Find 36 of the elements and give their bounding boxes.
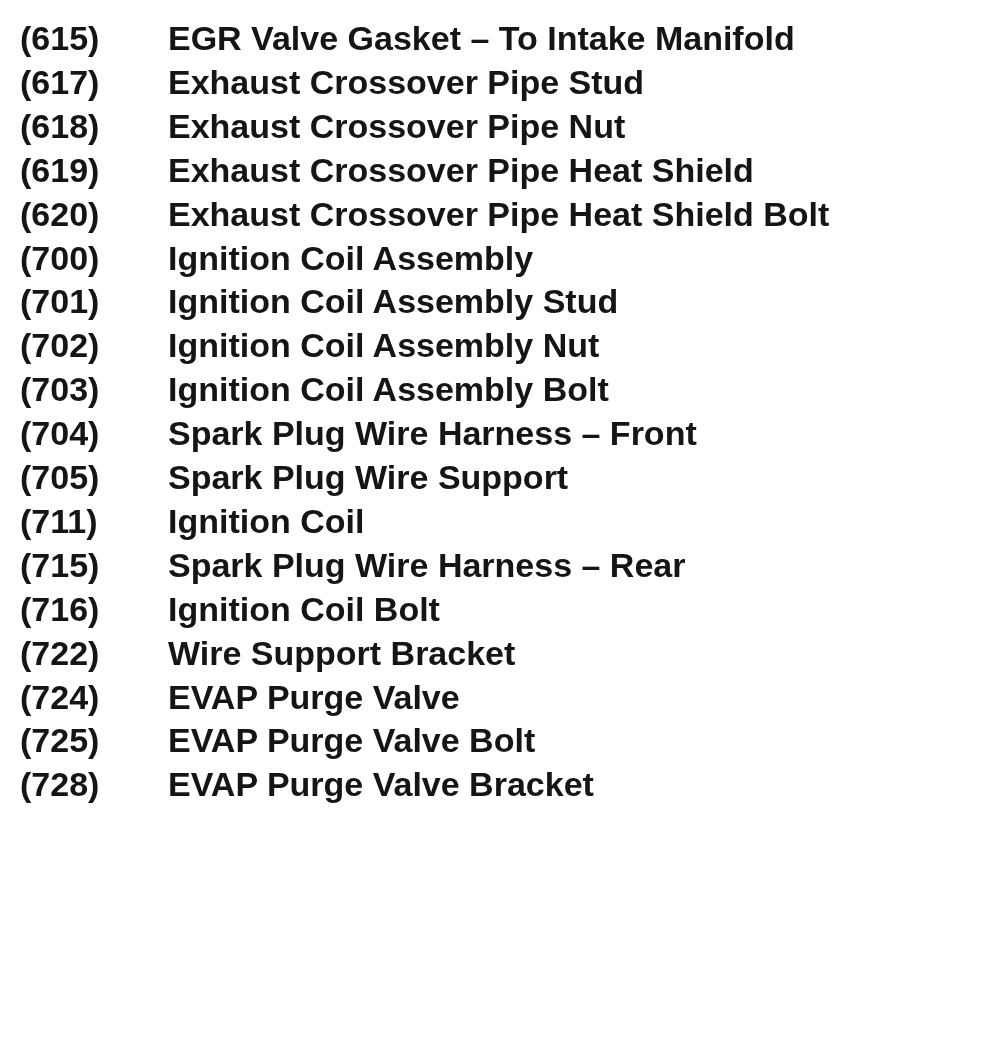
part-name: Ignition Coil Assembly Nut (168, 325, 600, 366)
callout-number: (702) (20, 325, 100, 366)
part-name: EVAP Purge Valve Bolt (168, 720, 536, 761)
callout-number: (716) (20, 588, 100, 629)
part-name: Ignition Coil Assembly Stud (168, 281, 619, 322)
part-name: Spark Plug Wire Support (168, 457, 569, 497)
part-name: Ignition Coil Bolt (168, 588, 440, 629)
part-name: EVAP Purge Valve (168, 676, 460, 717)
part-name: Exhaust Crossover Pipe Heat Shield Bolt (168, 193, 830, 234)
callout-number: (620) (20, 193, 100, 234)
part-name: EVAP Purge Valve Bracket (168, 764, 594, 805)
callout-number: (615) (20, 18, 100, 58)
callout-number: (711) (20, 500, 98, 541)
callout-number: (725) (20, 720, 100, 761)
callout-number: (617) (20, 61, 100, 102)
callout-number: (619) (20, 149, 100, 190)
part-name: Ignition Coil Assembly (168, 237, 534, 278)
callout-number: (705) (20, 457, 100, 497)
part-name: Spark Plug Wire Harness – Front (168, 413, 697, 454)
callout-number: (618) (20, 105, 100, 146)
part-name: Ignition Coil Assembly Bolt (168, 369, 609, 410)
callout-number: (722) (20, 632, 100, 673)
part-name: Exhaust Crossover Pipe Stud (168, 61, 645, 102)
callout-number: (704) (20, 413, 100, 454)
callout-number: (728) (20, 764, 100, 805)
part-name: Exhaust Crossover Pipe Heat Shield (168, 149, 754, 190)
callout-number: (703) (20, 369, 100, 410)
part-name: Exhaust Crossover Pipe Nut (168, 105, 626, 146)
callout-number: (701) (20, 281, 100, 322)
part-name: Spark Plug Wire Harness – Rear (168, 544, 686, 585)
callout-number: (700) (20, 237, 100, 278)
part-name: Ignition Coil (168, 500, 365, 541)
part-name: Wire Support Bracket (168, 632, 516, 673)
part-name: EGR Valve Gasket – To Intake Manifold (168, 18, 795, 58)
callout-number: (715) (20, 544, 100, 585)
callout-number: (724) (20, 676, 100, 717)
